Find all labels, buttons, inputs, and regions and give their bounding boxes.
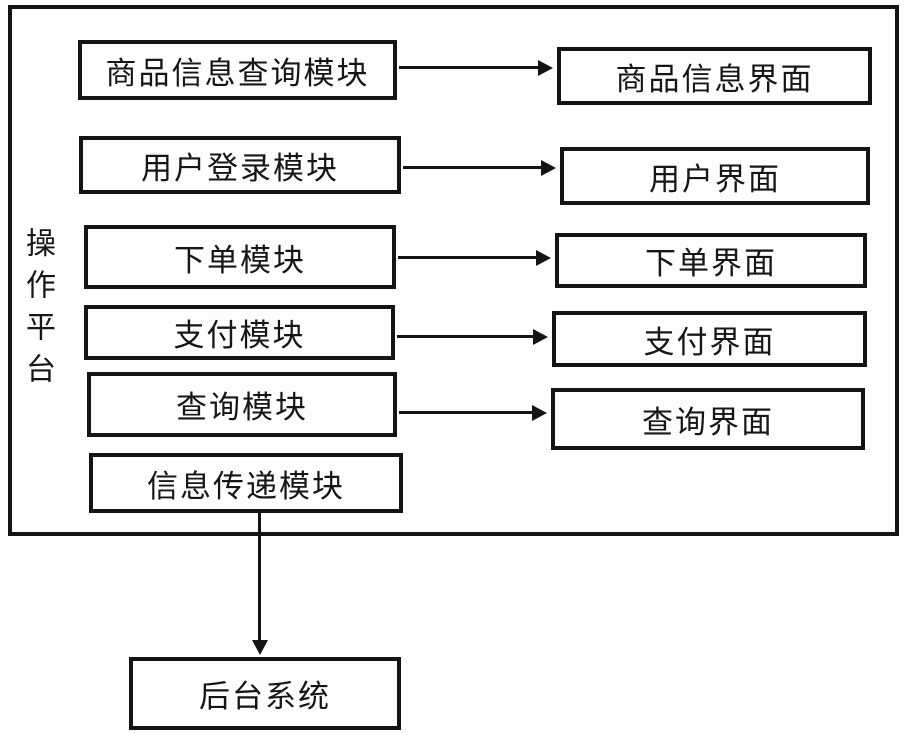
module-box-query: 查询模块	[87, 372, 397, 437]
interface-box-payment: 支付界面	[552, 311, 867, 367]
arrow-query-module-to-interface	[399, 411, 533, 414]
arrow-product-info-module-to-interface	[399, 66, 539, 69]
module-box-order: 下单模块	[84, 225, 396, 289]
interface-box-query: 查询界面	[551, 388, 865, 450]
interface-box-order: 下单界面	[555, 233, 867, 288]
module-box-payment: 支付模块	[84, 305, 395, 360]
arrow-payment-module-to-interface	[397, 335, 534, 338]
backend-system-box: 后台系统	[129, 657, 401, 730]
module-box-product-info-query: 商品信息查询模块	[78, 40, 397, 100]
module-box-info-transfer: 信息传递模块	[89, 453, 403, 513]
operating-platform-label: 操作平台	[21, 227, 54, 395]
module-box-user-login: 用户登录模块	[79, 136, 401, 194]
interface-box-product-info: 商品信息界面	[557, 47, 872, 105]
operating-platform-container-box	[8, 5, 899, 536]
arrow-info-transfer-to-backend	[258, 513, 261, 641]
arrow-user-login-module-to-interface	[403, 166, 542, 169]
interface-box-user: 用户界面	[560, 147, 870, 205]
arrow-order-module-to-interface	[398, 256, 537, 259]
